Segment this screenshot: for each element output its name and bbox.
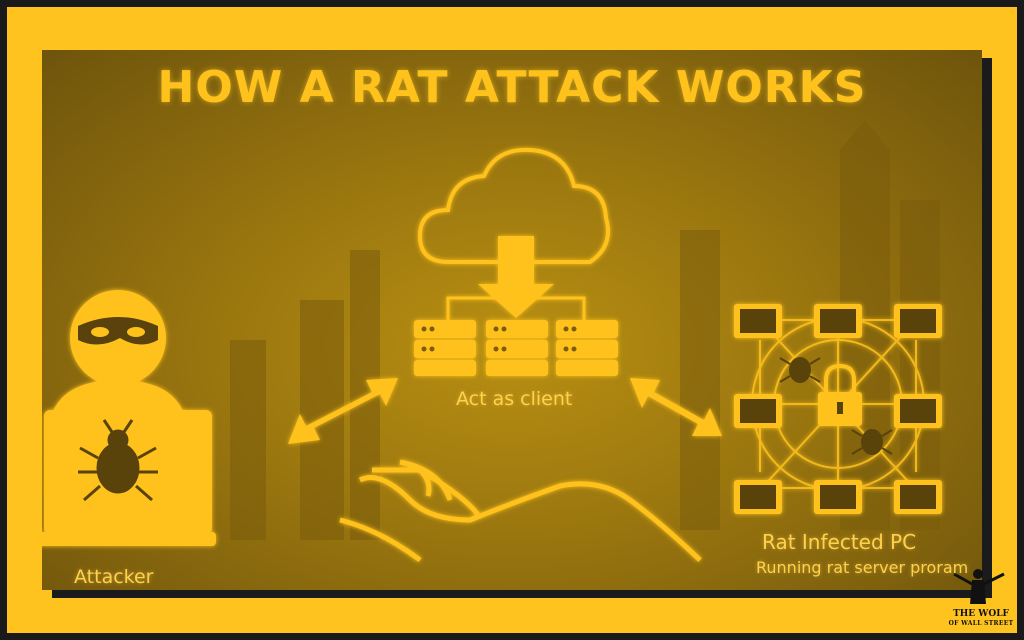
hand-icon xyxy=(339,459,702,563)
double-arrow-icon xyxy=(288,378,722,444)
attacker-label: Attacker xyxy=(74,566,154,588)
client-label: Act as client xyxy=(456,388,573,410)
running-server-label: Running rat server proram xyxy=(756,558,969,577)
wolf-logo: THE WOLF OF WALL STREET xyxy=(944,609,1018,629)
cloud-icon xyxy=(417,147,610,264)
bug-icon-infected-1 xyxy=(779,357,821,383)
logo-line-2: OF WALL STREET xyxy=(948,620,1014,627)
server-icon xyxy=(414,320,618,376)
lock-icon xyxy=(818,363,862,426)
server-connector-lines xyxy=(446,296,586,322)
download-arrow-icon xyxy=(478,236,554,318)
wolf-logo-figure xyxy=(953,569,1005,604)
server-lights xyxy=(421,326,577,352)
bug-icon xyxy=(78,419,158,502)
attacker-icon xyxy=(50,290,186,420)
logo-line-1: THE WOLF xyxy=(953,609,1009,619)
page-title: HOW A RAT ATTACK WORKS xyxy=(157,62,867,113)
monitor-screens xyxy=(740,309,936,509)
bug-icon-infected-2 xyxy=(851,429,893,455)
infected-pc-label: Rat Infected PC xyxy=(762,530,917,554)
